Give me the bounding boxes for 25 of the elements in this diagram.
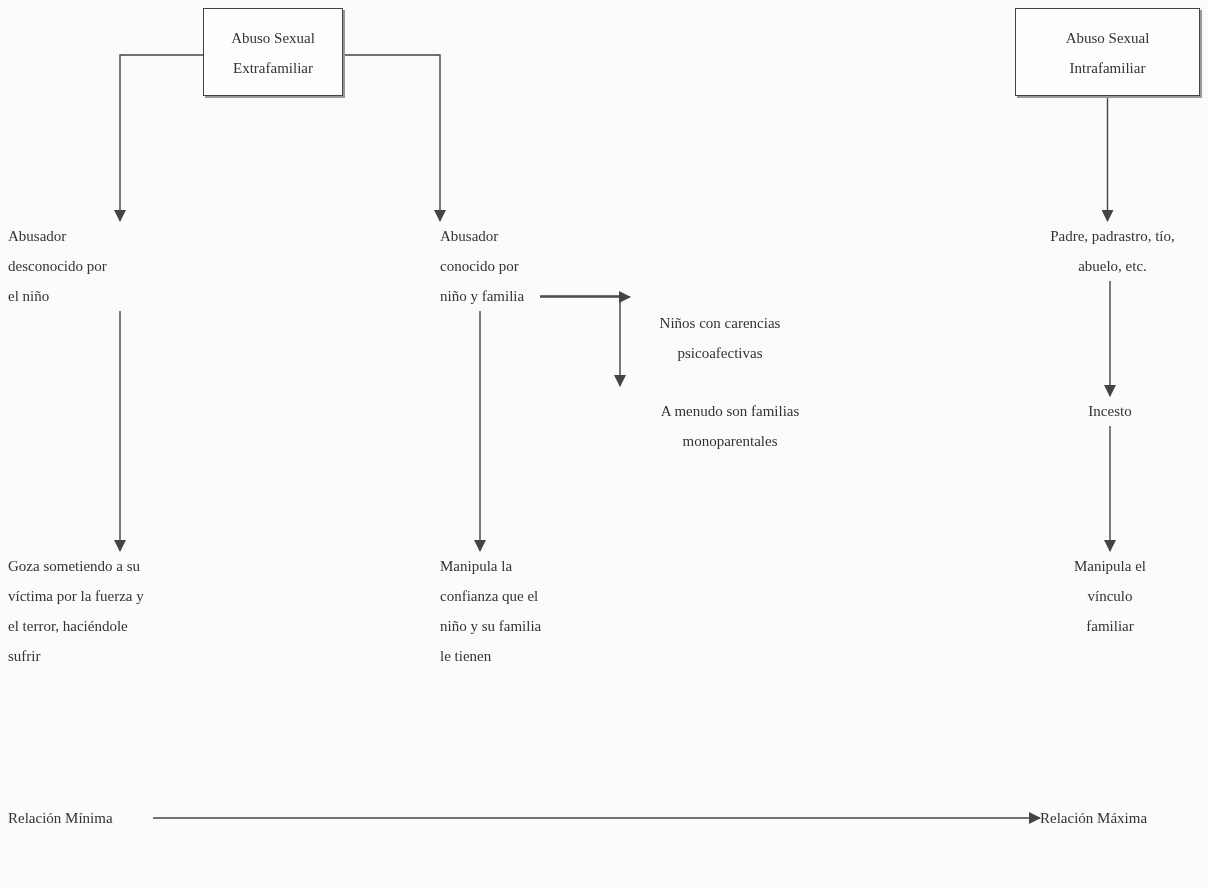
node-text: Manipula la confianza que el niño y su familia le tienen [440,557,543,666]
node-text: Abusador desconocido por el niño [8,227,108,306]
arrow [474,310,486,552]
arrow [1101,95,1114,222]
node-text: Manipula el vínculo familiar [1072,557,1148,636]
node-text: Relación Mínima [8,809,113,828]
node-text: Abusador conocido por niño y familia [440,227,526,306]
arrow [1104,425,1116,552]
arrow [152,812,1041,824]
node-text: A menudo son familias monoparentales [659,402,801,451]
arrow [114,310,126,552]
arrow [539,291,631,303]
category-title: Abuso Sexual Extrafamiliar [230,29,316,78]
category-title: Abuso Sexual Intrafamiliar [1064,29,1151,78]
node-text: Incesto [1088,402,1132,421]
category-box [203,8,343,96]
arrow [539,295,626,387]
node-text: Relación Máxima [1040,809,1148,828]
node-text: Goza sometiendo a su víctima por la fuerza y el terror, haciéndole sufrir [8,557,145,666]
node-text: Padre, padrastro, tío, abuelo, etc. [1050,227,1175,276]
arrow [1104,280,1116,397]
arrow [114,54,204,222]
node-text: Niños con carencias psicoafectivas [658,314,782,363]
arrow [342,54,446,222]
category-box [1015,8,1200,96]
